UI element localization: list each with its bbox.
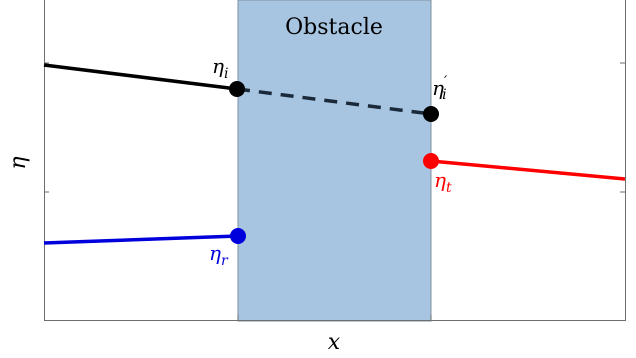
eta-r-label: ηr — [209, 241, 229, 269]
y-axis-label: η — [6, 156, 31, 169]
reflected-wave-line — [43, 234, 239, 245]
eta-t-point — [423, 153, 439, 169]
eta-i-prime-label: η′i — [432, 74, 448, 103]
eta-t-label: ηt — [434, 168, 452, 196]
obstacle-region — [237, 0, 432, 322]
transmitted-wave-line — [430, 159, 626, 181]
eta-i-label: ηi — [212, 54, 228, 82]
plot-frame — [44, 0, 626, 321]
obstacle-label: Obstacle — [285, 15, 383, 40]
incident-wave-projection-dashed — [236, 87, 432, 116]
eta-r-point — [230, 228, 246, 244]
incident-wave-line — [43, 63, 238, 91]
eta-i-point — [229, 81, 245, 97]
x-axis-label: x — [328, 330, 341, 355]
eta-i-prime-point — [423, 106, 439, 122]
